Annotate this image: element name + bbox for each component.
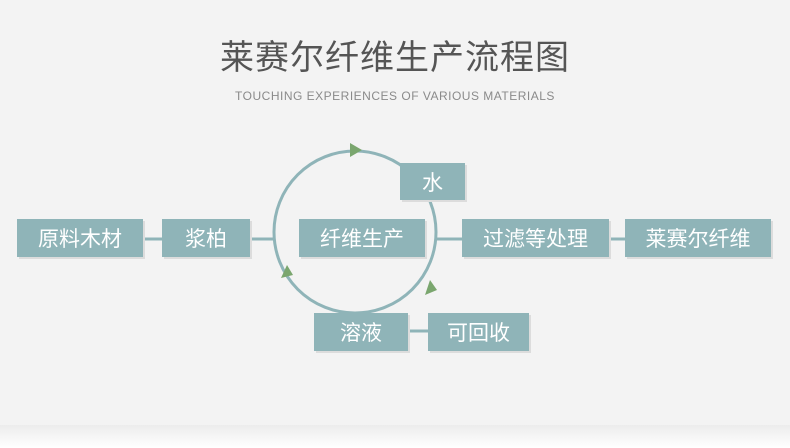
node-filter: 过滤等处理 (462, 219, 609, 257)
page-subtitle: TOUCHING EXPERIENCES OF VARIOUS MATERIAL… (235, 89, 555, 103)
node-fiber-production: 纤维生产 (299, 219, 425, 257)
node-raw-wood: 原料木材 (17, 219, 143, 257)
node-solution: 溶液 (314, 313, 408, 351)
node-recyclable: 可回收 (428, 313, 529, 351)
node-lyocell: 莱赛尔纤维 (625, 219, 771, 257)
arrow-top (350, 143, 362, 157)
arrow-right (425, 280, 437, 295)
arrow-left (281, 265, 293, 278)
page-title: 莱赛尔纤维生产流程图 (220, 38, 570, 78)
node-water: 水 (400, 163, 465, 200)
bottom-band (0, 425, 790, 448)
node-pulp: 浆柏 (162, 219, 250, 257)
